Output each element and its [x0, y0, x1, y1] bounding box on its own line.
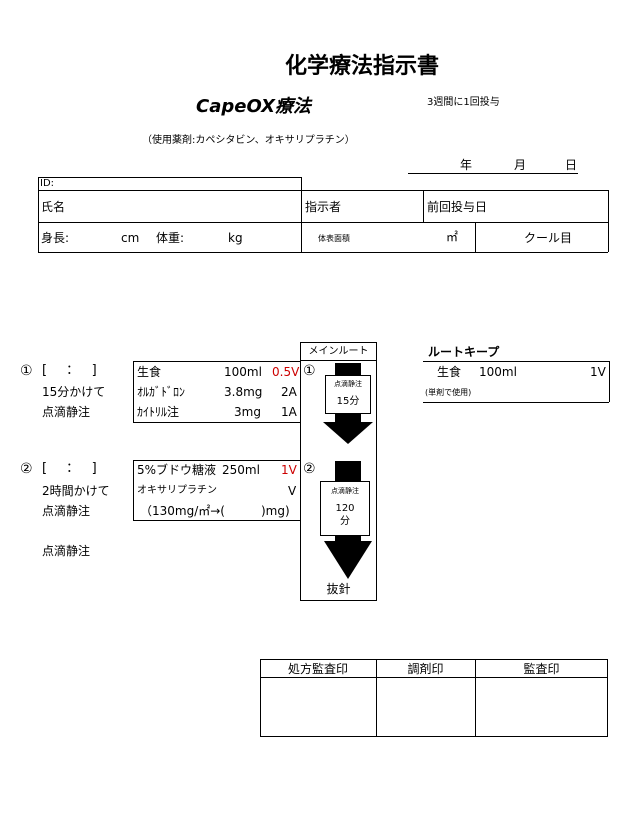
- patient-grid-right: [608, 190, 609, 252]
- step-1-count-2: 2A: [281, 385, 297, 399]
- step-1-method: 点滴静注: [42, 405, 91, 419]
- step-2-unit-2: V: [288, 484, 297, 498]
- drugs-used-note: （使用薬剤:カペシタビン、オキサリプラチン）: [142, 135, 355, 146]
- step-1-drug-table: [133, 361, 301, 423]
- patient-grid-mid2: [423, 190, 424, 222]
- prev-dose-label: 前回投与日: [427, 200, 488, 214]
- step-1-duration: 15分かけて: [42, 385, 106, 399]
- bsa-unit: ㎡: [446, 230, 459, 244]
- date-month-label: 月: [514, 158, 527, 172]
- step-1-dose-1: 100ml: [224, 365, 262, 379]
- step-1-drug-1: 生食: [137, 365, 162, 379]
- stamp-table: [260, 659, 608, 737]
- date-year-label: 年: [460, 158, 473, 172]
- step-2-drug-1: 5%ブドウ糖液: [137, 463, 217, 477]
- main-route-header-divider: [300, 360, 377, 361]
- step-2-calc: （130mg/㎡→( )mg): [140, 504, 290, 518]
- rate-1-value: 15分: [336, 396, 360, 407]
- rate-2-value-line1: 120: [335, 503, 355, 514]
- height-label: 身長:: [41, 231, 70, 245]
- step-2-number: ②: [20, 461, 33, 477]
- weight-unit: kg: [228, 231, 243, 245]
- stamp-prescription-audit-label: 処方監査印: [287, 662, 348, 676]
- patient-grid-line2: [38, 222, 608, 223]
- step-2-duration: 2時間かけて: [42, 484, 110, 498]
- step-1-dose-3: 3mg: [234, 405, 261, 419]
- patient-grid-line1: [38, 190, 608, 191]
- date-underline: [408, 173, 578, 174]
- stamp-divider-1: [376, 659, 377, 737]
- schedule-note: 3週間に1回投与: [427, 97, 500, 108]
- step-1-number: ①: [20, 363, 33, 379]
- route-keep-bottom: [423, 402, 609, 403]
- route-keep-top: [423, 361, 609, 362]
- main-route-marker-1: ①: [303, 363, 316, 379]
- cool-label: クール目: [524, 231, 573, 245]
- arrow-2-shaft-bottom: [335, 536, 361, 541]
- extra-method: 点滴静注: [42, 544, 91, 558]
- bsa-label: 体表面積: [318, 234, 350, 243]
- patient-grid-left: [38, 177, 39, 252]
- removal-label: 抜針: [326, 582, 351, 596]
- weight-label: 体重:: [156, 231, 185, 245]
- step-1-drug-2: ｵﾙｶﾞﾄﾞﾛﾝ: [137, 385, 186, 399]
- route-keep-dose: 100ml: [479, 365, 517, 379]
- date-day-label: 日: [565, 158, 578, 172]
- stamp-dispensing-area[interactable]: [377, 678, 475, 736]
- step-1-drug-3: ｶｲﾄﾘﾙ注: [137, 405, 180, 419]
- stamp-header-divider: [260, 677, 608, 678]
- route-keep-right: [609, 361, 610, 402]
- arrow-1-head: [323, 422, 373, 444]
- arrow-1-shaft-top: [335, 363, 361, 375]
- rate-2-label: 点滴静注: [331, 487, 359, 495]
- stamp-prescription-audit-area[interactable]: [261, 678, 376, 736]
- stamp-dispensing-label: 調剤印: [407, 662, 444, 676]
- height-unit: cm: [121, 231, 140, 245]
- step-1-count-3: 1A: [281, 405, 297, 419]
- step-2-time-slot: [ ： ]: [42, 461, 100, 476]
- rate-2-value-line2: 分: [340, 516, 350, 527]
- main-route-marker-2: ②: [303, 461, 316, 477]
- patient-name-label: 氏名: [41, 200, 66, 214]
- patient-grid-mid1: [301, 177, 302, 252]
- patient-grid-mid3: [475, 222, 476, 252]
- patient-id-label: ID:: [40, 178, 55, 189]
- instructor-label: 指示者: [305, 200, 342, 214]
- route-keep-note: (単剤で使用): [425, 388, 472, 397]
- main-route-label: メインルート: [308, 346, 369, 357]
- arrow-1-shaft-bottom: [335, 414, 361, 422]
- arrow-2-shaft-top: [335, 461, 361, 481]
- step-2-count-1: 1V: [281, 463, 297, 477]
- step-1-time-slot: [ ： ]: [42, 363, 100, 378]
- step-1-dose-2: 3.8mg: [224, 385, 263, 399]
- route-keep-count: 1V: [590, 365, 606, 379]
- step-1-count-1: 0.5V: [272, 365, 300, 379]
- regimen-name: CapeOX療法: [196, 96, 311, 117]
- step-2-method: 点滴静注: [42, 504, 91, 518]
- route-keep-drug: 生食: [437, 365, 462, 379]
- step-2-drug-table: [133, 460, 301, 521]
- rate-1-label: 点滴静注: [334, 380, 362, 388]
- stamp-audit-area[interactable]: [476, 678, 607, 736]
- step-2-dose-1: 250ml: [222, 463, 260, 477]
- patient-grid-bottom: [38, 252, 608, 253]
- patient-grid-top: [38, 177, 301, 178]
- rate-1-box: [325, 375, 371, 414]
- arrow-2-head: [324, 541, 372, 579]
- stamp-divider-2: [475, 659, 476, 737]
- route-keep-title: ルートキープ: [428, 345, 500, 359]
- rate-2-box: [320, 481, 370, 536]
- stamp-audit-label: 監査印: [523, 662, 560, 676]
- step-2-drug-2: オキサリプラチン: [137, 485, 217, 496]
- page-title: 化学療法指示書: [285, 54, 440, 79]
